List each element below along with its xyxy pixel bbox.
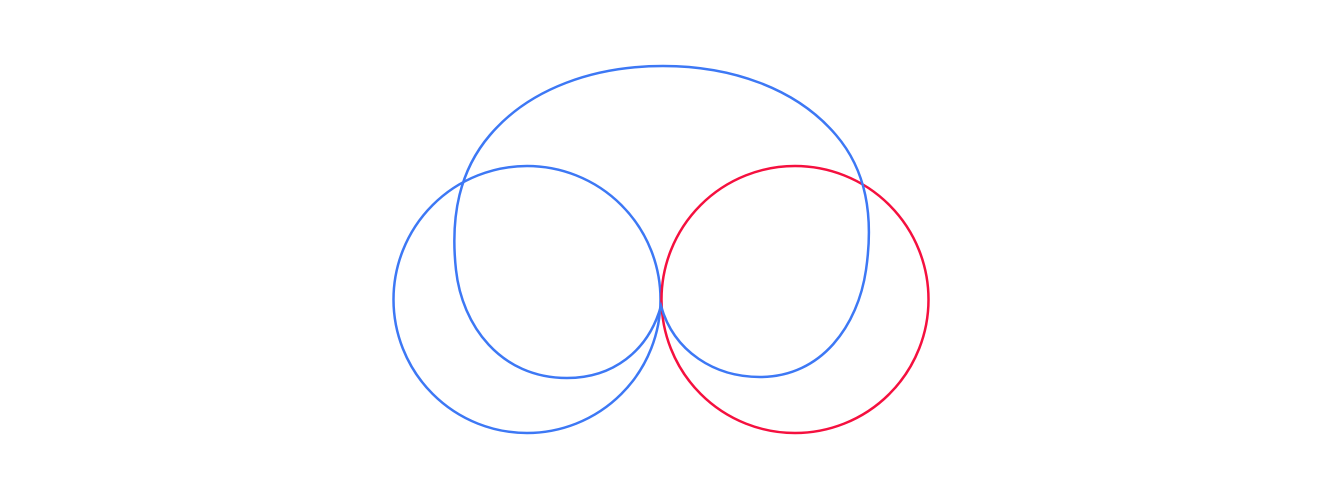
left-circle: [392, 164, 662, 435]
right-circle: [660, 164, 930, 435]
outer-loop-curve: [453, 64, 871, 380]
